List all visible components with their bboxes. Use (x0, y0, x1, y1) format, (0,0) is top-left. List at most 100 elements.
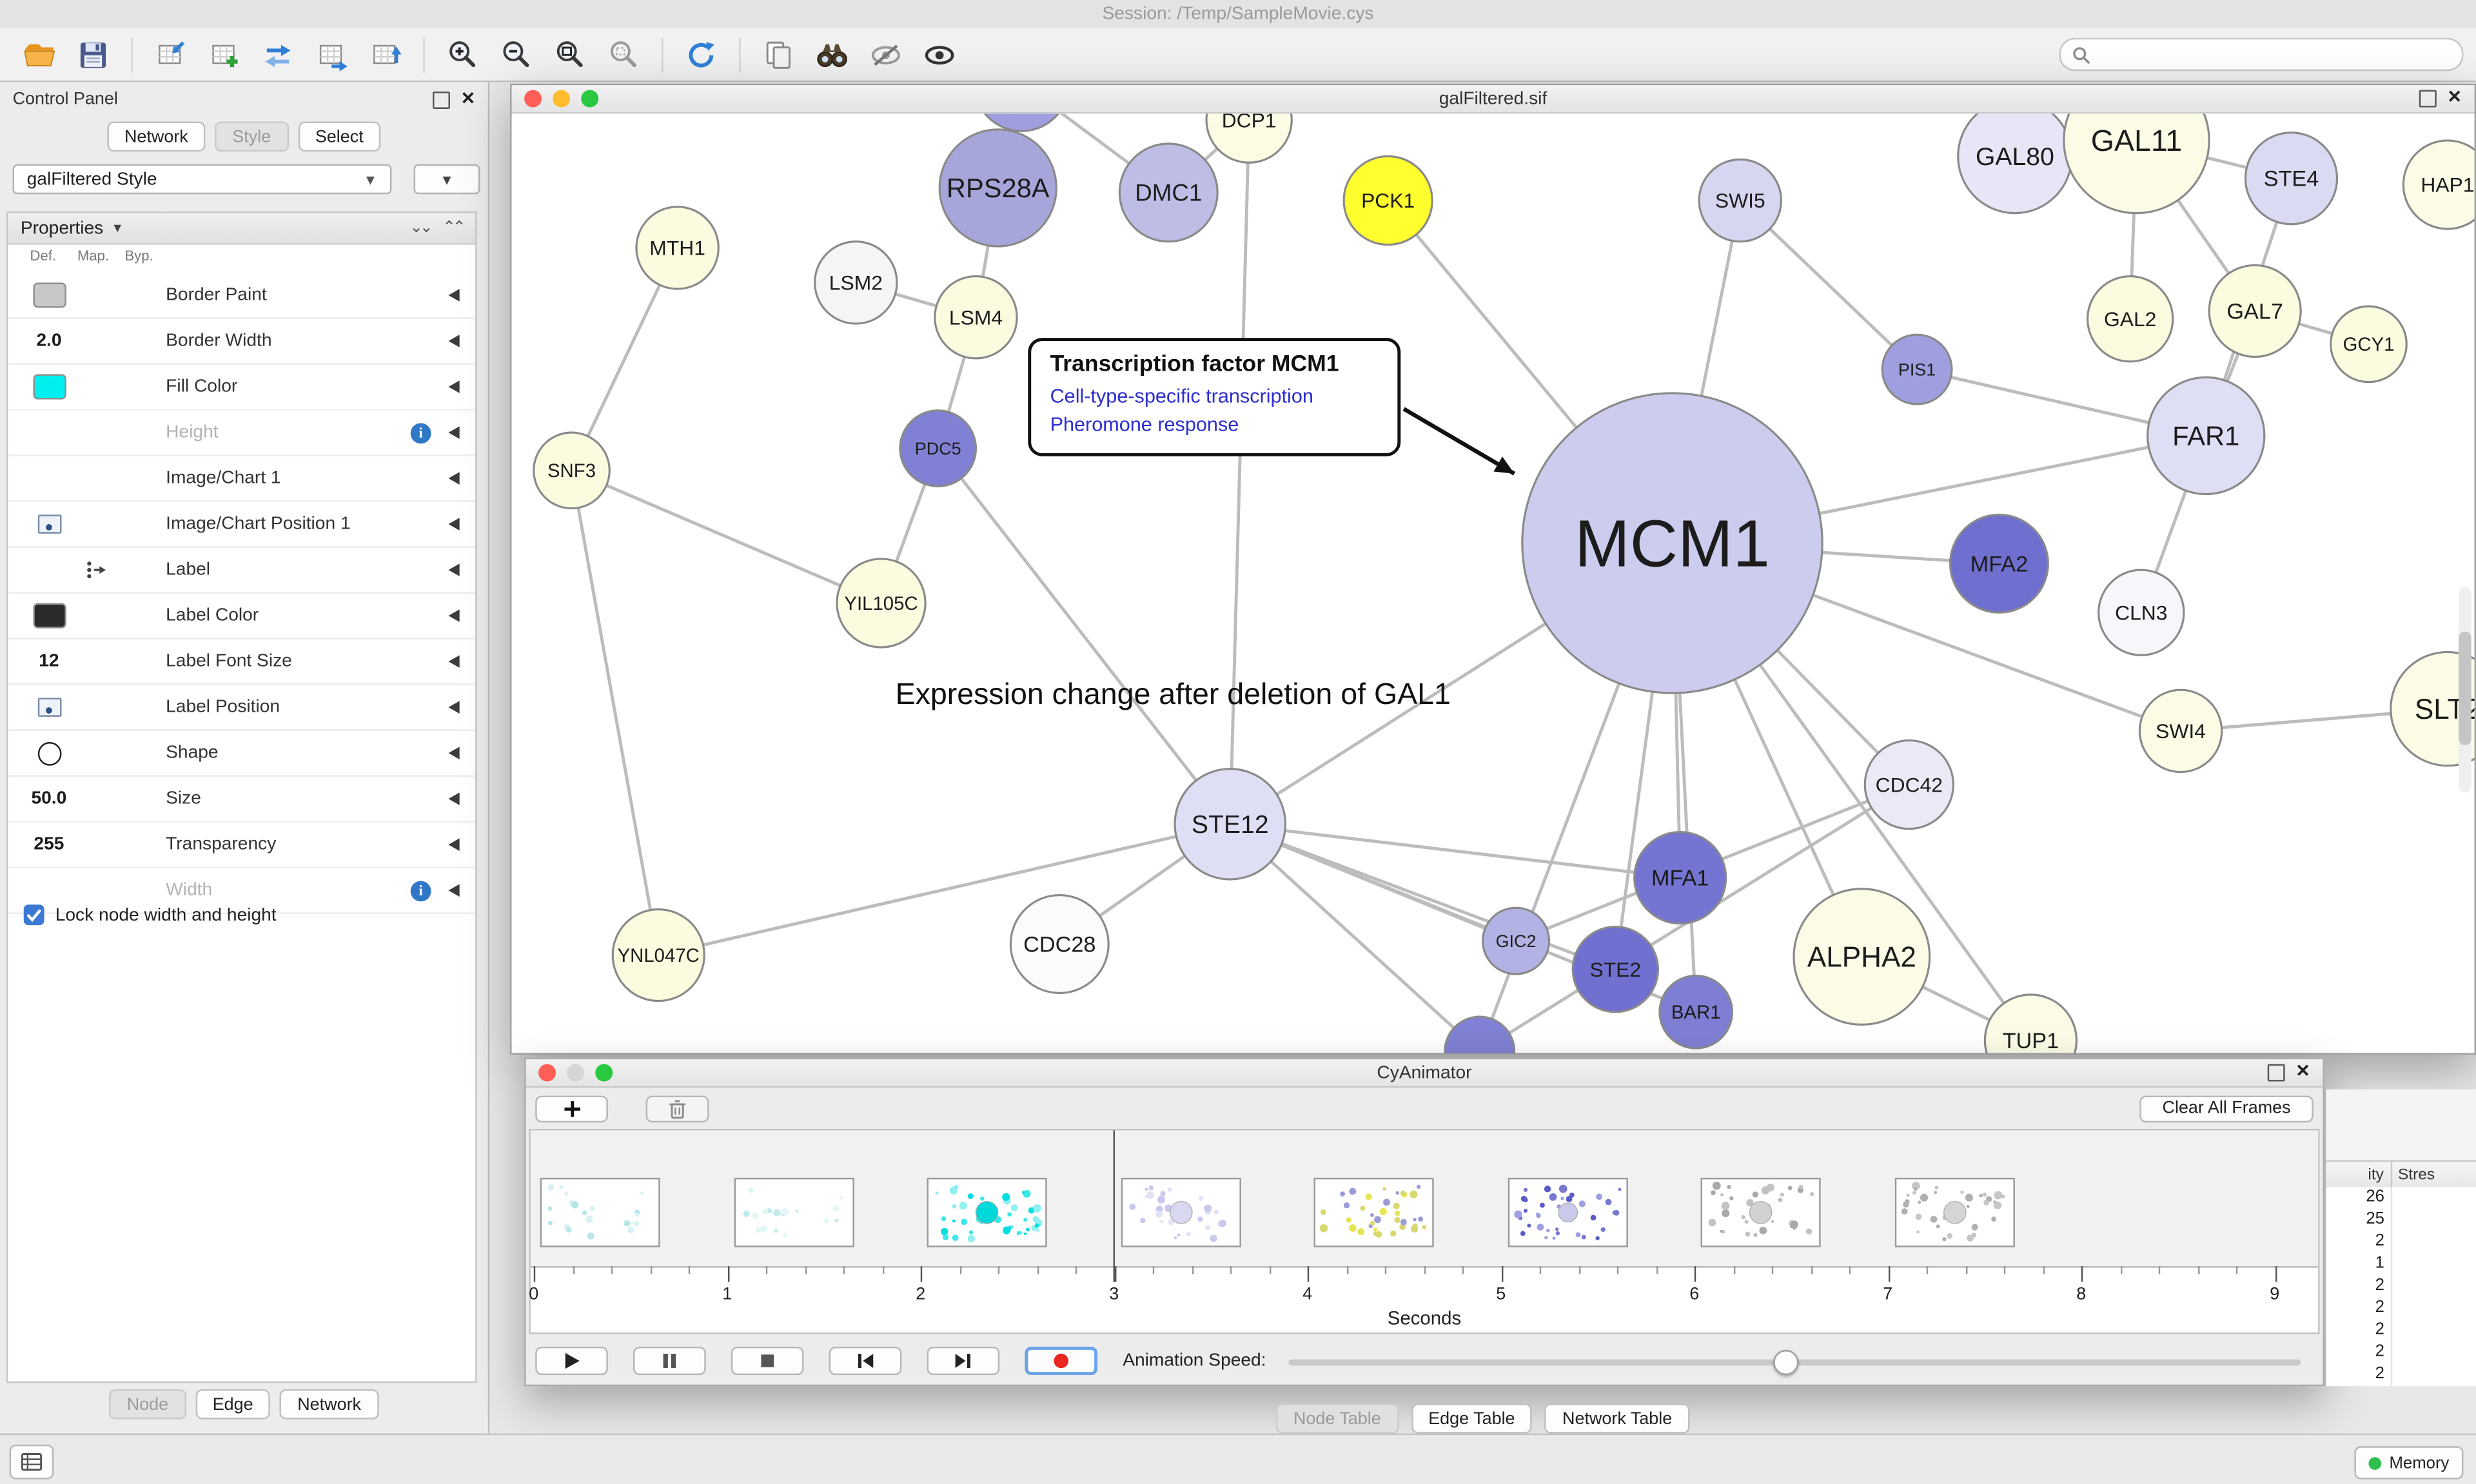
property-row-image-chart-1[interactable]: Image/Chart 1 (8, 456, 476, 502)
save-button[interactable] (70, 34, 117, 75)
binoculars-button[interactable] (809, 34, 856, 75)
expand-row-icon[interactable] (448, 838, 460, 852)
network-node-CLN3[interactable] (2098, 569, 2185, 656)
close-panel-icon[interactable]: ✕ (460, 89, 476, 108)
frame-thumbnail-5[interactable] (1507, 1177, 1627, 1247)
style-tab-edge[interactable]: Edge (195, 1389, 271, 1420)
close-window-icon[interactable]: ✕ (2447, 88, 2462, 108)
table-add-button[interactable] (201, 34, 248, 75)
table-export-button[interactable] (308, 34, 355, 75)
results-column-ity[interactable]: ity (2326, 1162, 2392, 1189)
delete-frame-button[interactable] (645, 1095, 709, 1122)
network-node-DMC1[interactable] (1118, 142, 1219, 243)
clear-all-frames-button[interactable]: Clear All Frames (2139, 1095, 2314, 1122)
zoom-window-light[interactable] (595, 1064, 613, 1082)
network-node-MFA2[interactable] (1949, 513, 2049, 614)
network-node-RPS28A[interactable] (938, 128, 1057, 248)
network-node-DCP1[interactable] (1205, 113, 1293, 164)
style-tab-network[interactable]: Network (280, 1389, 378, 1420)
minimize-window-light[interactable] (553, 90, 571, 108)
network-node-ALPHA2[interactable] (1793, 888, 1931, 1026)
info-icon[interactable]: i (410, 880, 431, 901)
position-widget-icon[interactable] (37, 514, 61, 534)
network-node-GCY1[interactable] (2330, 305, 2408, 384)
default-value-swatch[interactable] (32, 603, 66, 629)
pause-button[interactable] (633, 1346, 706, 1376)
info-icon[interactable]: i (410, 422, 431, 443)
cyanimator-titlebar[interactable]: CyAnimator ✕ (526, 1059, 2323, 1088)
table-tab-network-table[interactable]: Network Table (1545, 1403, 1690, 1434)
lock-checkbox[interactable] (23, 904, 44, 926)
network-node-MTH1[interactable] (635, 206, 720, 290)
eye-button[interactable] (916, 34, 963, 75)
style-dropdown[interactable]: galFiltered Style ▼ (12, 164, 392, 195)
close-window-light[interactable] (538, 1064, 556, 1082)
style-options-button[interactable]: ▼ (413, 164, 480, 195)
results-row[interactable]: 1 (2326, 1253, 2476, 1276)
network-node-PIS1[interactable] (1881, 333, 1953, 405)
expand-row-icon[interactable] (448, 884, 460, 897)
frame-thumbnail-6[interactable] (1700, 1177, 1821, 1247)
float-window-icon[interactable] (2419, 90, 2437, 108)
frame-thumbnail-0[interactable] (540, 1177, 660, 1247)
zoom-out-button[interactable] (493, 34, 540, 75)
results-row[interactable]: 2 (2326, 1298, 2476, 1320)
property-row-fill-color[interactable]: Fill Color (8, 365, 476, 411)
expand-row-icon[interactable] (448, 289, 460, 302)
results-row[interactable]: 2 (2326, 1275, 2476, 1298)
zoom-fit-button[interactable] (546, 34, 593, 75)
expand-row-icon[interactable] (448, 472, 460, 485)
results-row[interactable]: 2 (2326, 1342, 2476, 1364)
default-value-text[interactable]: 255 (34, 835, 64, 854)
collapse-all-icon[interactable]: ⌄⌄ (409, 219, 433, 237)
copy-button[interactable] (755, 34, 802, 75)
table-tab-node-table[interactable]: Node Table (1276, 1403, 1399, 1434)
expand-row-icon[interactable] (448, 747, 460, 759)
expand-all-icon[interactable]: ⌃⌃ (442, 219, 466, 237)
expand-row-icon[interactable] (448, 609, 460, 622)
expand-row-icon[interactable] (448, 380, 460, 393)
network-node-GAL11[interactable] (2063, 113, 2210, 215)
network-node-SWI4[interactable] (2138, 688, 2223, 774)
slider-thumb[interactable] (1773, 1349, 1799, 1376)
record-button[interactable] (1025, 1346, 1098, 1376)
network-node-GAL2[interactable] (2086, 275, 2174, 363)
network-node-CDC42[interactable] (1863, 739, 1954, 830)
default-value-text[interactable]: 12 (39, 652, 59, 671)
network-node-YIL105C[interactable] (836, 558, 927, 649)
property-row-label-position[interactable]: Label Position (8, 685, 476, 731)
network-window-titlebar[interactable]: galFiltered.sif ✕ (511, 85, 2475, 114)
results-column-stres[interactable]: Stres (2397, 1166, 2435, 1184)
show-table-panel-button[interactable] (9, 1444, 54, 1479)
tab-network[interactable]: Network (107, 121, 206, 152)
property-row-shape[interactable]: Shape (8, 731, 476, 777)
properties-header[interactable]: Properties ▼ ⌄⌄ ⌃⌃ (8, 213, 476, 245)
tab-select[interactable]: Select (297, 121, 381, 152)
skip-to-start-button[interactable] (829, 1346, 902, 1376)
table-tab-edge-table[interactable]: Edge Table (1411, 1403, 1533, 1434)
frame-thumbnail-4[interactable] (1313, 1177, 1434, 1247)
mcm1-annotation-box[interactable]: Transcription factor MCM1 Cell-type-spec… (1028, 338, 1401, 457)
expand-row-icon[interactable] (448, 335, 460, 347)
minimize-window-light[interactable] (567, 1064, 585, 1082)
table-import-button[interactable] (147, 34, 194, 75)
frame-thumbnail-1[interactable] (733, 1177, 854, 1247)
network-node-LSM4[interactable] (934, 275, 1018, 360)
default-value-swatch[interactable] (32, 282, 66, 308)
stop-button[interactable] (731, 1346, 804, 1376)
network-node-PDC5[interactable] (899, 409, 978, 487)
network-node-SNF3[interactable] (533, 431, 611, 510)
network-node-YNL047C[interactable] (611, 908, 705, 1002)
network-node-SLT2[interactable] (2390, 650, 2475, 767)
results-row[interactable]: 2 (2326, 1363, 2476, 1387)
network-node-unlabeled[interactable] (974, 113, 1069, 132)
tab-style[interactable]: Style (215, 121, 289, 152)
arrows-swap-button[interactable] (254, 34, 301, 75)
network-node-TUP1[interactable] (1983, 993, 2078, 1053)
network-node-FAR1[interactable] (2147, 376, 2266, 496)
results-row[interactable]: 2 (2326, 1231, 2476, 1254)
